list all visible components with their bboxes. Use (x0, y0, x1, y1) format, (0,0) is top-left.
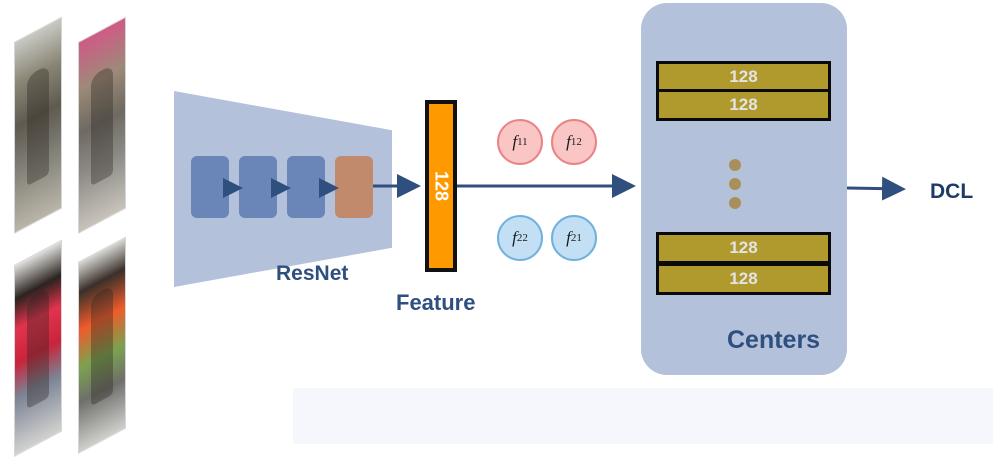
flow-arrows (223, 174, 906, 201)
center-row-3: 128 (656, 232, 831, 264)
center-row-2: 128 (656, 89, 831, 121)
feature-vector: 128 (425, 100, 457, 272)
resnet-block-4 (335, 156, 373, 218)
ellipsis-dot-1 (729, 159, 741, 171)
arrow-to-dcl (846, 176, 906, 201)
resnet-block-3 (287, 156, 325, 218)
resnet-label: ResNet (276, 262, 349, 285)
feature-label: Feature (396, 290, 476, 315)
background-shade (293, 388, 993, 444)
ellipsis-dot-3 (729, 197, 741, 209)
center-row-4: 128 (656, 263, 831, 295)
dcl-label: DCL (930, 180, 974, 203)
resnet-block-2 (239, 156, 277, 218)
ellipsis-dot-2 (729, 178, 741, 190)
centers-label: Centers (727, 326, 821, 354)
resnet-block-1 (191, 156, 229, 218)
